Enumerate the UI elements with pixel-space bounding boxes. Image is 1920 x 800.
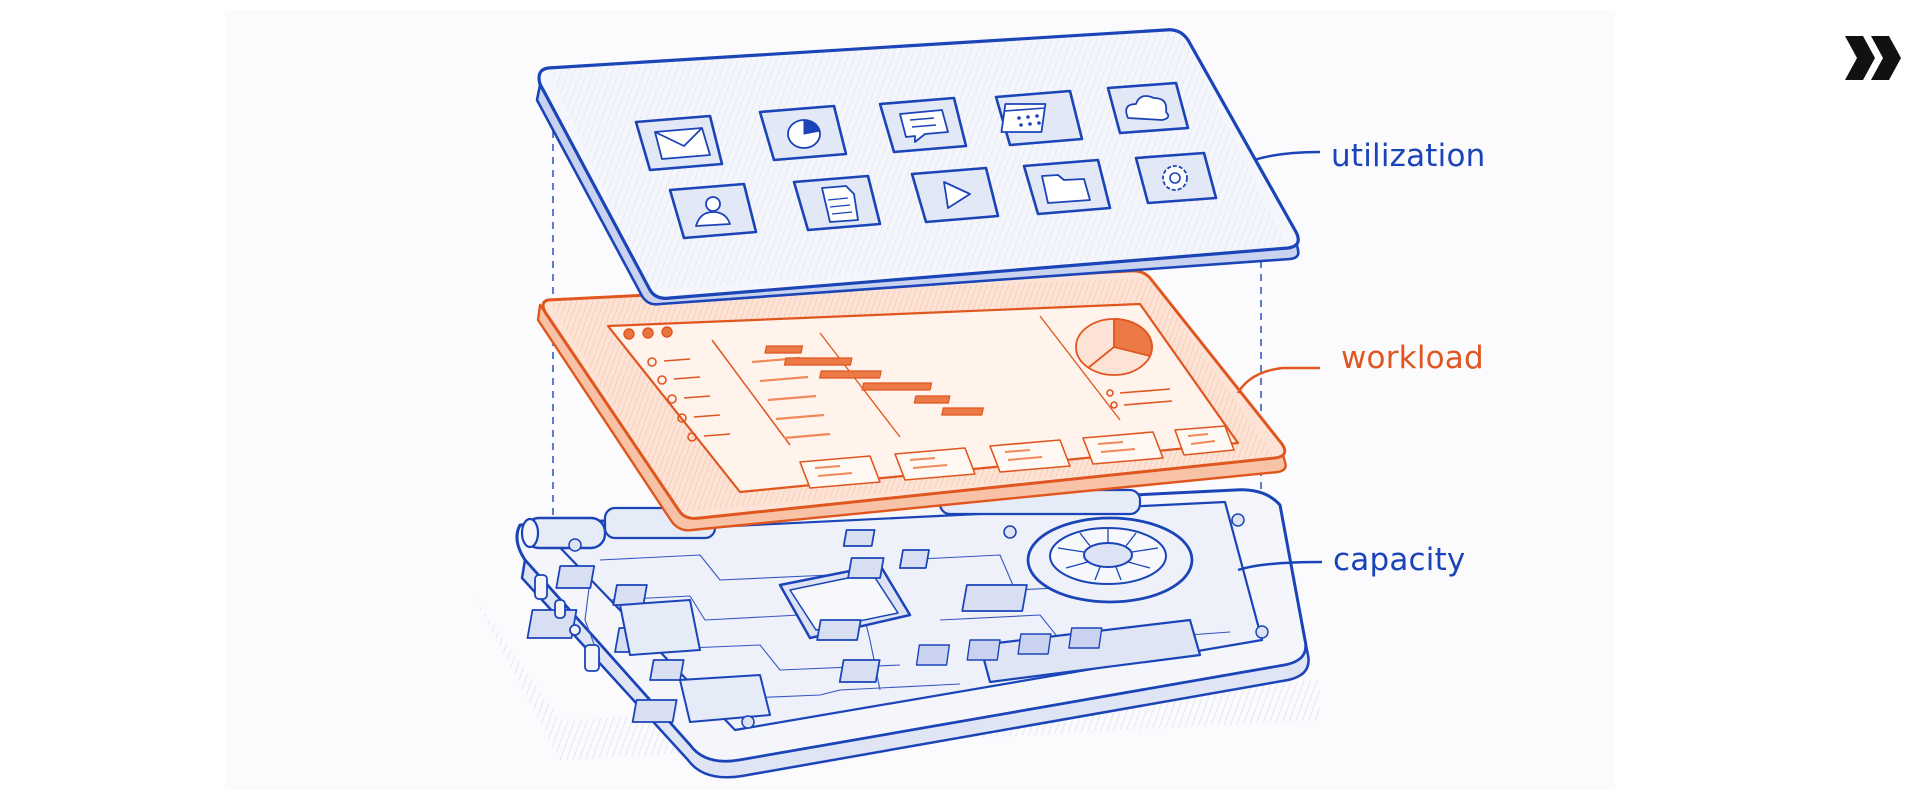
icon-tile-cloud xyxy=(1106,81,1190,135)
summary-cards xyxy=(799,425,1235,489)
user-icon xyxy=(705,196,721,212)
workload-pie-chart xyxy=(1075,318,1153,376)
icon-tile-folder xyxy=(1022,158,1112,216)
cloud-icon xyxy=(1125,95,1170,121)
icon-tile-mail xyxy=(634,114,724,172)
icon-tile-gear xyxy=(1134,151,1218,205)
capacity-leader xyxy=(1237,560,1323,572)
utilization-leader xyxy=(1253,150,1321,162)
icon-tile-user xyxy=(668,182,758,240)
battery-cells xyxy=(619,599,771,723)
cpu-chip xyxy=(778,563,912,640)
sidebar-list xyxy=(647,357,731,442)
cooling-fan xyxy=(1003,516,1194,604)
gantt-bars xyxy=(764,345,984,416)
icon-tile-calendar xyxy=(994,89,1084,147)
icon-tile-play xyxy=(910,166,1000,224)
folder-icon xyxy=(1041,174,1091,204)
screws xyxy=(568,513,1269,729)
workload-layer xyxy=(536,269,1287,532)
utilization-panel-edge xyxy=(535,83,1300,306)
leader-lines xyxy=(1236,150,1323,572)
chassis-side xyxy=(520,558,1310,779)
utilization-label: utilization xyxy=(1331,138,1486,174)
capacity-label: capacity xyxy=(1333,542,1466,578)
utilization-layer xyxy=(535,28,1300,306)
mail-icon xyxy=(654,127,703,147)
capacity-layer xyxy=(470,488,1320,779)
icon-tile-pie-chart xyxy=(758,104,848,162)
document-icon xyxy=(821,185,859,223)
icon-tile-document xyxy=(792,174,882,232)
side-ports xyxy=(534,574,600,672)
pie-legend xyxy=(1106,388,1173,409)
workload-label: workload xyxy=(1341,340,1484,376)
play-icon xyxy=(943,181,971,209)
workload-leader xyxy=(1236,366,1320,394)
double-chevron-logo-icon xyxy=(1845,36,1901,80)
window-controls xyxy=(623,326,673,340)
task-list xyxy=(751,356,831,440)
ram-module xyxy=(915,618,1202,684)
icon-tile-chat xyxy=(878,96,968,154)
